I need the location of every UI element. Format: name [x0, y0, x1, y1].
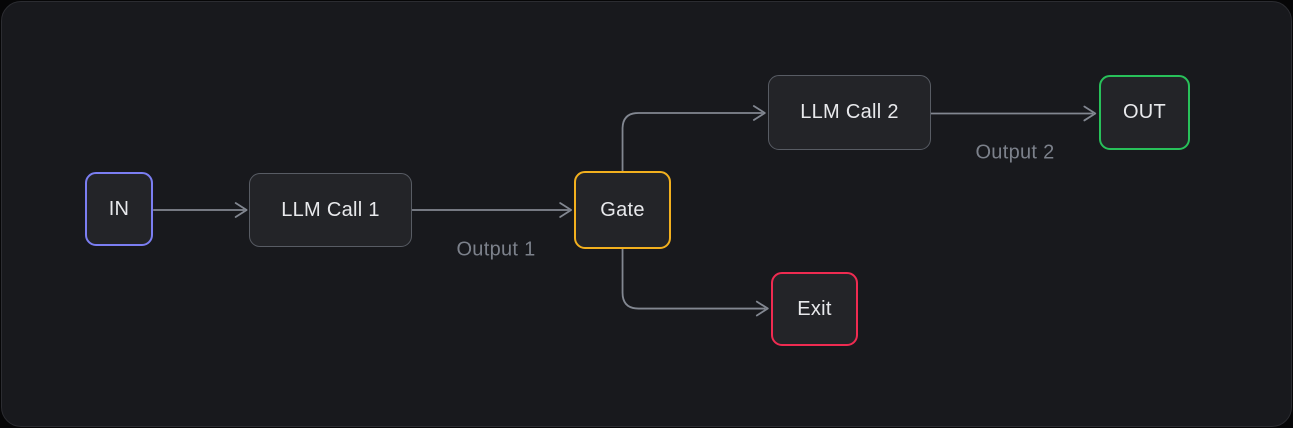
node-label-gate: Gate [600, 198, 645, 221]
node-gate[interactable]: Gate [574, 171, 671, 249]
node-out[interactable]: OUT [1099, 75, 1190, 150]
node-label-exit: Exit [797, 297, 832, 320]
arrowhead-icon-llm2-to-out [1083, 105, 1097, 122]
arrowhead-icon-in-to-llm1 [234, 202, 248, 218]
arrowhead-icon-gate-to-exit [755, 300, 769, 317]
node-label-llm2: LLM Call 2 [800, 101, 899, 123]
edge-gate-to-llm2 [621, 112, 763, 173]
arrowhead-icon-gate-to-llm2 [752, 105, 766, 121]
node-llm1[interactable]: LLM Call 1 [249, 173, 412, 247]
node-label-in: IN [108, 197, 130, 220]
node-label-out: OUT [1122, 101, 1167, 123]
arrowhead-icon-llm1-to-gate [559, 202, 573, 218]
edge-label-output-2: Output 2 [975, 141, 1055, 164]
edge-gate-to-exit [621, 247, 766, 310]
edge-label-output-1: Output 1 [456, 238, 536, 261]
node-llm2[interactable]: LLM Call 2 [768, 75, 931, 150]
node-in[interactable]: IN [85, 172, 153, 246]
node-exit[interactable]: Exit [771, 272, 858, 346]
node-label-llm1: LLM Call 1 [281, 198, 380, 221]
